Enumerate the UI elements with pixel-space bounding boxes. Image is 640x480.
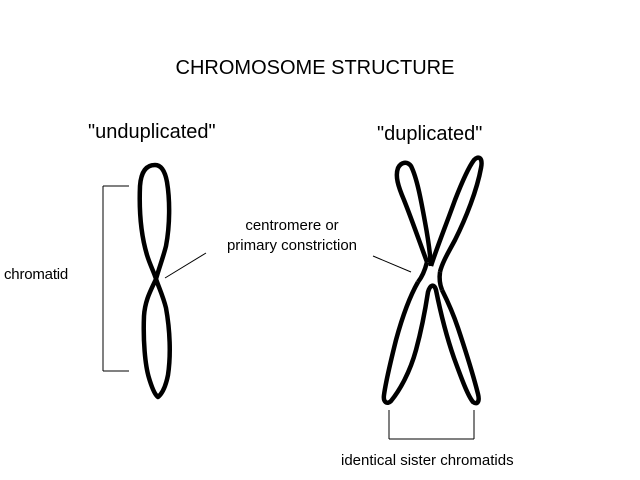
centromere-label: centromere or primary constriction: [204, 216, 380, 256]
centromere-label-line2: primary constriction: [226, 237, 358, 254]
duplicated-chromosome: [381, 155, 484, 406]
chromatid-label: chromatid: [4, 266, 69, 283]
centromere-pointer-right: [372, 255, 412, 273]
lower-left-arm: [381, 280, 481, 406]
unduplicated-chromosome: [137, 162, 172, 400]
upper-right-arm: [428, 155, 484, 273]
upper-left-arm: [394, 160, 434, 267]
diagram-title: CHROMOSOME STRUCTURE: [175, 57, 455, 79]
centromere-label-line1: centromere or: [245, 217, 339, 234]
duplicated-label: "duplicated": [377, 123, 483, 145]
sister-chromatids-bracket: [388, 410, 475, 440]
centromere-pointer-left: [164, 252, 207, 279]
sister-chromatids-label: identical sister chromatids: [341, 452, 514, 469]
centromere-junction: [416, 261, 445, 291]
chromatid-bracket: [102, 185, 129, 372]
unduplicated-label: "unduplicated": [88, 121, 216, 143]
